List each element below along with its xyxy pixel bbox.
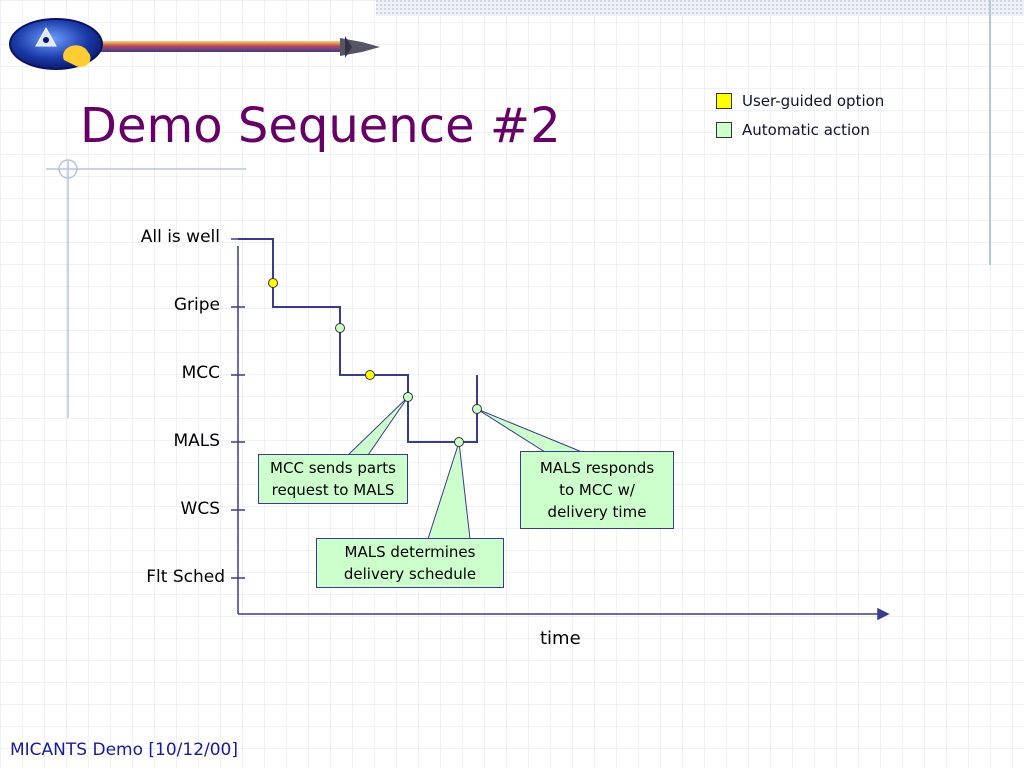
callout-mals-schedule: MALS determines delivery schedule — [316, 538, 504, 588]
automatic-marker — [454, 437, 464, 447]
legend-swatch-yellow — [716, 93, 732, 109]
callout-text: to MCC w/ — [559, 481, 635, 499]
automatic-marker — [335, 323, 345, 333]
callout-pointer — [427, 441, 471, 540]
callout-text: MALS responds — [539, 459, 655, 477]
callout-text: MALS determines — [344, 543, 476, 561]
automatic-marker — [403, 392, 413, 402]
top-texture-band — [376, 0, 1024, 16]
legend-label: Automatic action — [742, 121, 870, 139]
callout-text: delivery time — [547, 503, 647, 521]
micants-logo-icon — [9, 18, 380, 70]
state-step-line — [238, 238, 478, 443]
callout-pointer — [476, 408, 583, 453]
x-axis-arrowhead — [877, 607, 890, 621]
crosshair-ring — [58, 159, 78, 179]
x-axis-label: time — [540, 628, 581, 649]
y-tick-label: MALS — [173, 431, 220, 451]
legend-label: User-guided option — [742, 92, 885, 110]
callout-text: MCC sends parts — [270, 459, 396, 477]
slide-title: Demo Sequence #2 — [80, 98, 561, 154]
y-tick-label: WCS — [180, 499, 220, 519]
slide-footer: MICANTS Demo [10/12/00] — [10, 740, 239, 760]
y-tick-label: Flt Sched — [146, 567, 225, 587]
callout-text: request to MALS — [271, 481, 395, 499]
legend-swatch-green — [716, 122, 732, 138]
y-tick-label: MCC — [181, 363, 220, 383]
legend-item-automatic: Automatic action — [716, 120, 870, 140]
callout-mals-response: MALS responds to MCC w/ delivery time — [520, 451, 674, 529]
y-tick-label: All is well — [140, 227, 220, 247]
callout-mcc-request: MCC sends parts request to MALS — [258, 454, 408, 504]
user-guided-marker — [365, 370, 375, 380]
callout-text: delivery schedule — [343, 565, 477, 583]
automatic-marker — [472, 404, 482, 414]
legend-item-user-guided: User-guided option — [716, 91, 884, 111]
user-guided-marker — [268, 278, 278, 288]
y-tick-label: Gripe — [173, 295, 220, 315]
callout-pointer — [346, 396, 409, 456]
